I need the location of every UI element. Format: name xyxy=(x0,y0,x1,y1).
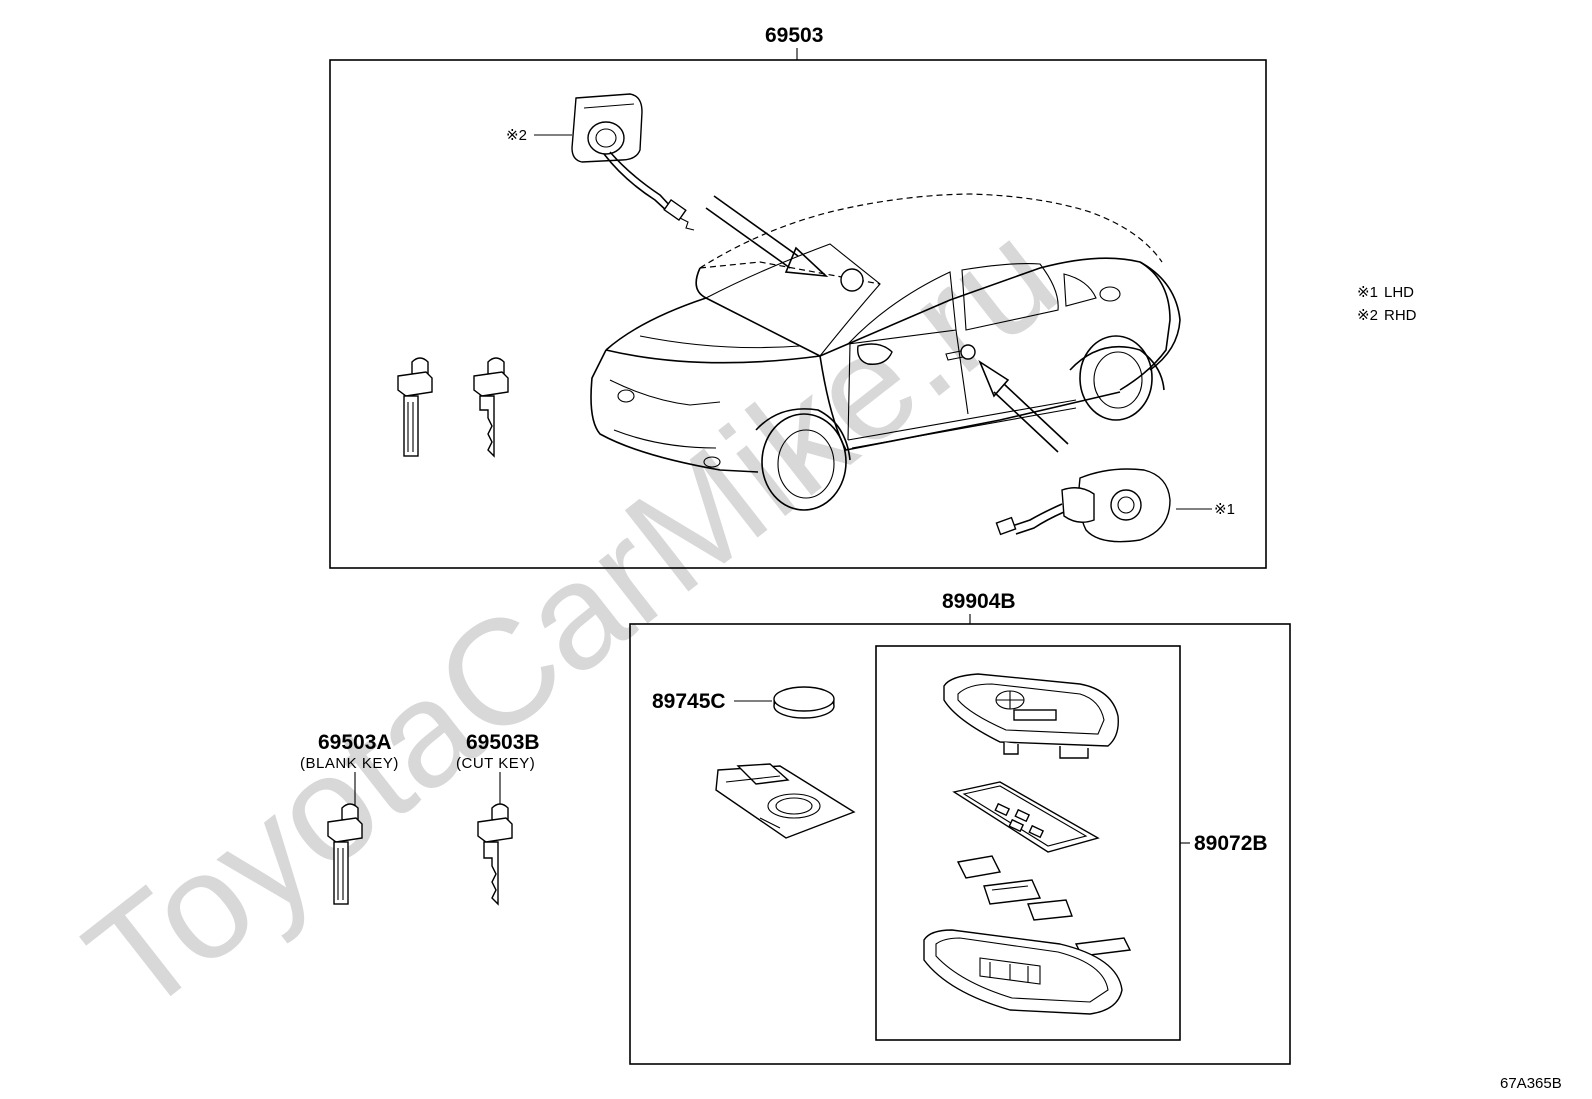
fob-module-3 xyxy=(1027,899,1073,921)
cut-key-desc: (CUT KEY) xyxy=(456,755,535,772)
circuit-board xyxy=(715,763,856,839)
fob-module-2 xyxy=(983,879,1042,905)
watermark: ToyotaCarMike.ru xyxy=(56,189,1086,1045)
door-lock-cylinder-rhd xyxy=(571,93,695,231)
legend-1-text: LHD xyxy=(1384,284,1414,301)
blank-key xyxy=(327,803,363,905)
battery-part-no: 89745C xyxy=(652,690,726,713)
arrow-upper xyxy=(705,195,829,278)
callout-lhd-mark: ※1 xyxy=(1214,501,1235,518)
group-89904b-label: 89904B xyxy=(942,590,1016,613)
fob-module-1 xyxy=(956,855,1002,879)
diagram-code: 67A365B xyxy=(1500,1075,1562,1092)
key-blank-in-set xyxy=(397,357,433,457)
legend-2-mark: ※2 xyxy=(1357,307,1378,324)
blank-key-desc: (BLANK KEY) xyxy=(300,755,399,772)
fob-button-pad xyxy=(952,781,1100,853)
battery-coin-cell xyxy=(773,686,835,719)
key-cut-in-set xyxy=(473,357,509,458)
fob-lower-case xyxy=(923,929,1123,1015)
callout-rhd-mark: ※2 xyxy=(506,127,527,144)
group-89904b-frame xyxy=(629,623,1291,1065)
vehicle-illustration xyxy=(590,193,1181,511)
legend-2-text: RHD xyxy=(1384,307,1417,324)
legend-1-mark: ※1 xyxy=(1357,284,1378,301)
group-69503-frame xyxy=(329,59,1267,569)
cut-key-part-no: 69503B xyxy=(466,731,540,754)
group-89072b-label: 89072B xyxy=(1194,832,1268,855)
door-lock-cylinder-lhd xyxy=(995,468,1171,543)
group-69503-label: 69503 xyxy=(765,24,823,47)
blank-key-part-no: 69503A xyxy=(318,731,392,754)
arrow-lower xyxy=(978,359,1069,453)
cut-key xyxy=(477,803,513,906)
fob-upper-case xyxy=(943,673,1119,759)
